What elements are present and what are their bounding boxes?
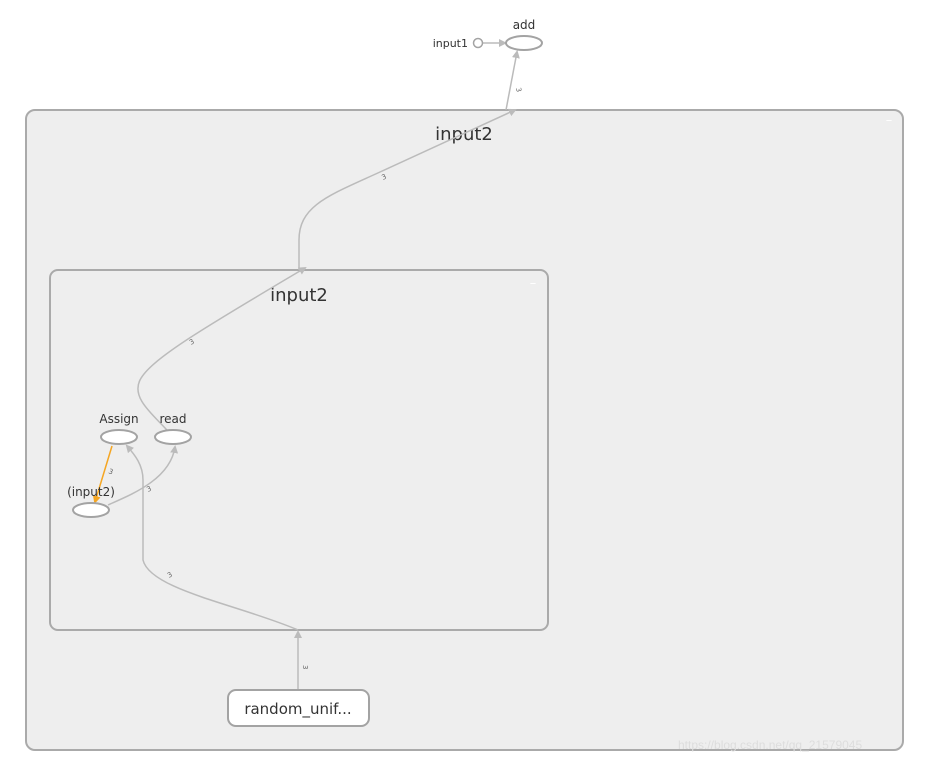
node-input1[interactable]: input1	[433, 37, 484, 50]
node-add[interactable]: add	[505, 18, 543, 51]
edges	[92, 39, 520, 690]
node-add-label: add	[513, 18, 536, 32]
inner-collapse-button[interactable]: –	[530, 276, 537, 291]
node-random-uniform[interactable]: random_unif...	[227, 689, 370, 727]
edge-assign-ref	[92, 445, 113, 504]
edge-inner-outer	[298, 108, 517, 270]
edge-labels: 3 3 3 3 3 3 3	[107, 87, 522, 670]
edge-label-outer-top: 3	[380, 173, 387, 182]
watermark-text: https://blog.csdn.net/qq_21579045	[678, 738, 863, 752]
node-input2-variable-label: (input2)	[67, 485, 115, 499]
edge-outer-add	[505, 50, 520, 111]
edge-label-to-assign: 3	[166, 571, 174, 580]
node-read-label: read	[159, 412, 186, 426]
node-input2-variable[interactable]: (input2)	[67, 485, 115, 518]
node-assign[interactable]: Assign	[99, 412, 139, 445]
edge-label-ref: 3	[107, 467, 114, 476]
edge-read-out	[137, 266, 307, 438]
node-input1-label: input1	[433, 37, 468, 50]
edge-var-read	[107, 445, 179, 506]
edge-label-rand-up: 3	[301, 665, 309, 669]
edge-label-add-in: 3	[514, 87, 523, 93]
node-read[interactable]: read	[154, 412, 192, 445]
edge-label-inner-top: 3	[188, 338, 196, 347]
edge-rand-assign	[125, 444, 299, 631]
inner-group-title: input2	[270, 285, 328, 306]
edge-label-to-read: 3	[145, 485, 152, 494]
outer-group-title: input2	[435, 124, 493, 145]
node-random-uniform-label: random_unif...	[244, 700, 351, 719]
node-assign-label: Assign	[99, 412, 138, 426]
outer-collapse-button[interactable]: –	[886, 113, 893, 128]
inner-group-input2[interactable]: input2 –	[49, 269, 549, 631]
